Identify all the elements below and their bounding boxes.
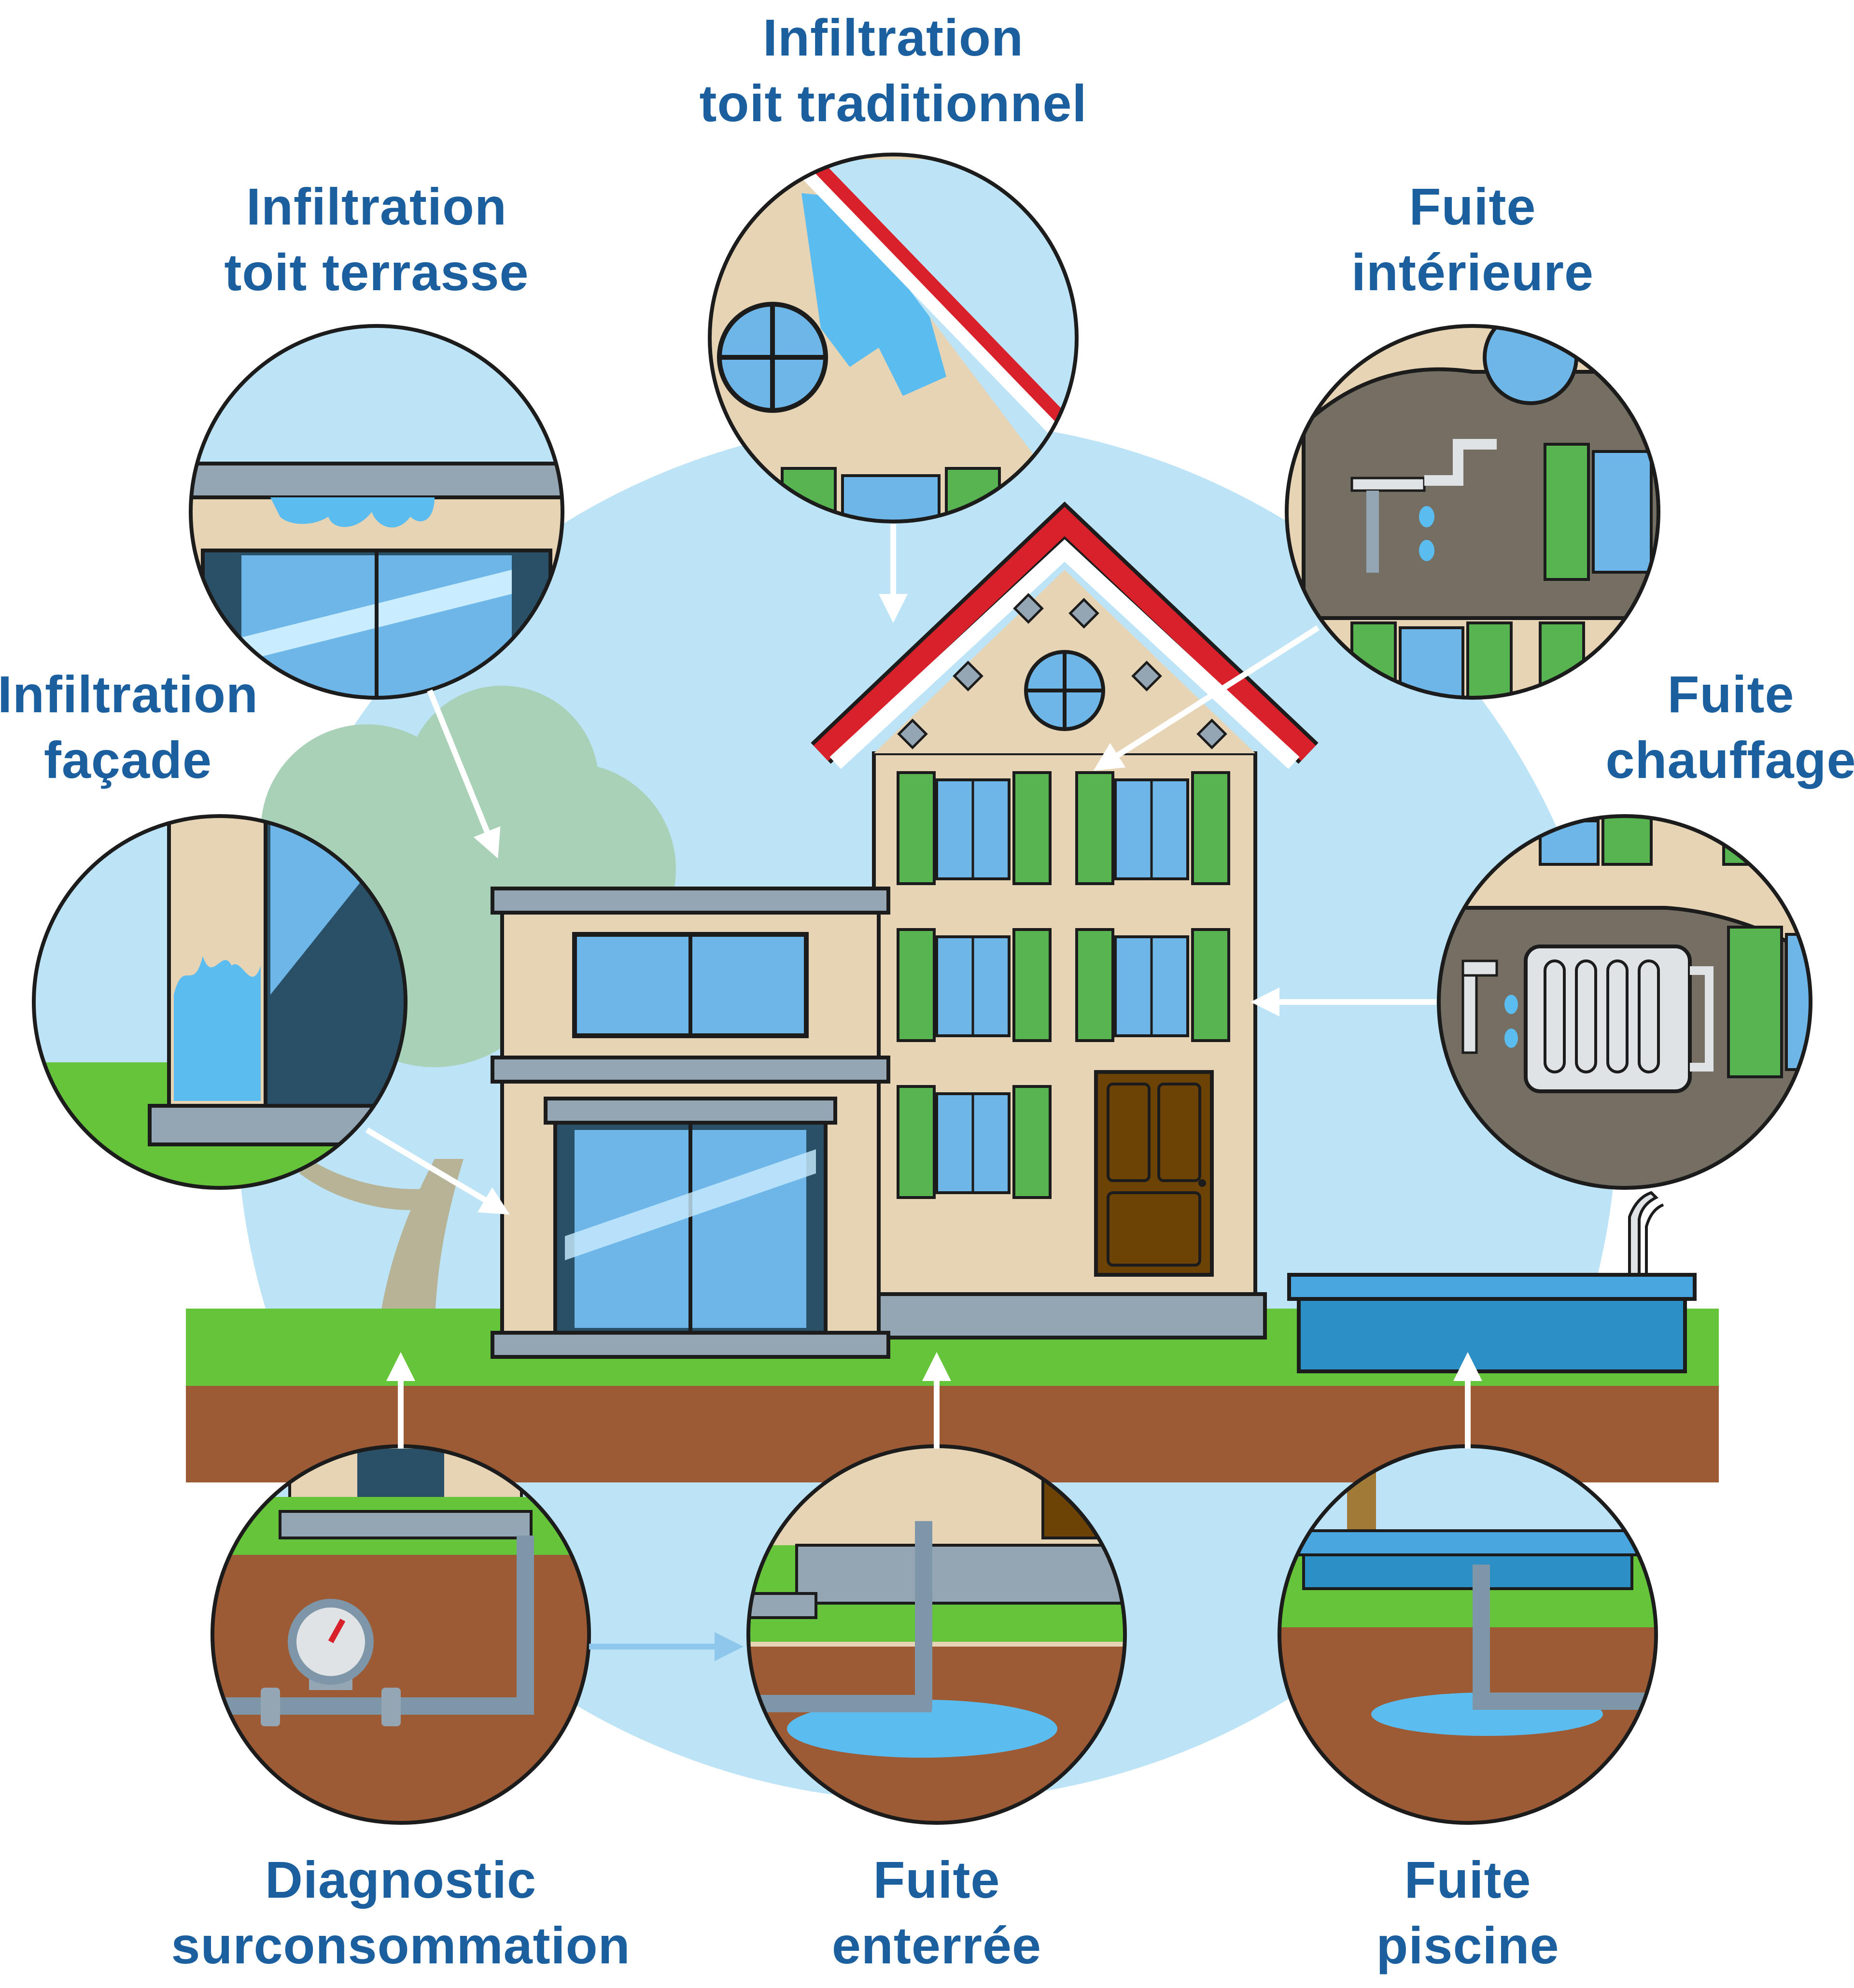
label-fuite-piscine: Fuite piscine xyxy=(1376,1847,1559,1978)
label-fuite-interieure: Fuite intérieure xyxy=(1351,174,1594,305)
circle-fuite-chauffage xyxy=(1437,814,1812,1190)
label-fuite-chauffage-line1: Fuite xyxy=(1667,665,1795,723)
label-fuite-chauffage: Fuite chauffage xyxy=(1605,662,1854,793)
label-diagnostic-line1: Diagnostic xyxy=(265,1850,537,1909)
arrow-toit-terrasse xyxy=(427,689,501,859)
label-toit-traditionnel: Infiltration toit traditionnel xyxy=(700,5,1087,136)
label-toit-terrasse: Infiltration toit terrasse xyxy=(224,174,529,305)
circle-toit-terrasse xyxy=(189,324,564,700)
label-toit-terrasse-line2: toit terrasse xyxy=(224,243,529,301)
circle-fuite-interieure xyxy=(1285,324,1660,700)
house xyxy=(491,501,1319,1359)
label-fuite-interieure-line2: intérieure xyxy=(1351,243,1594,301)
circle-fuite-enterree xyxy=(746,1444,1127,1825)
circle-toit-traditionnel xyxy=(708,153,1079,523)
label-facade-line1: Infiltration xyxy=(0,665,258,723)
label-fuite-interieure-line1: Fuite xyxy=(1409,177,1536,236)
circle-fuite-piscine xyxy=(1278,1444,1658,1825)
circle-diagnostic xyxy=(211,1444,591,1825)
label-fuite-chauffage-line2: chauffage xyxy=(1605,731,1854,789)
label-fuite-enterree-line1: Fuite xyxy=(873,1850,1000,1909)
label-facade: Infiltration façade xyxy=(0,662,258,793)
label-fuite-enterree-line2: enterrée xyxy=(831,1916,1042,1974)
arrows xyxy=(365,524,1482,1449)
arrow-fuite-interieure xyxy=(1093,625,1320,771)
label-fuite-enterree: Fuite enterrée xyxy=(832,1847,1041,1978)
swimming-pool xyxy=(1287,1191,1697,1373)
label-toit-traditionnel-line2: toit traditionnel xyxy=(699,74,1087,132)
label-fuite-piscine-line1: Fuite xyxy=(1404,1850,1531,1909)
label-fuite-piscine-line2: piscine xyxy=(1376,1916,1559,1974)
arrow-facade xyxy=(365,1127,510,1215)
label-diagnostic-line2: surconsommation xyxy=(171,1916,631,1974)
label-facade-line2: façade xyxy=(43,731,212,789)
label-diagnostic: Diagnostic surconsommation xyxy=(171,1847,630,1978)
label-toit-terrasse-line1: Infiltration xyxy=(246,177,507,236)
label-toit-traditionnel-line1: Infiltration xyxy=(763,8,1024,67)
